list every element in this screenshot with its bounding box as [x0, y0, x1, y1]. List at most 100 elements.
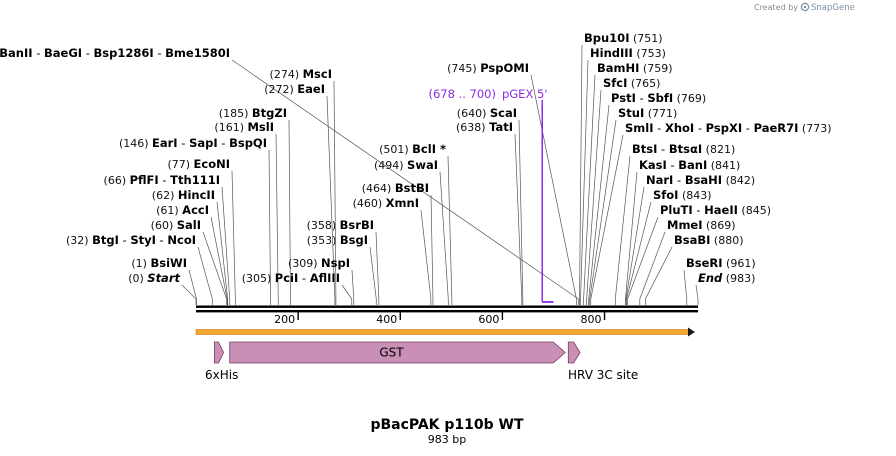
cut-site-stui[interactable]: StuI (771): [618, 106, 677, 120]
enzyme-name: PaeR7I: [754, 121, 799, 135]
enzyme-name: XmnI: [386, 196, 419, 210]
cut-position-label: (305): [242, 272, 275, 285]
feature-6xhis[interactable]: 6xHis: [205, 341, 238, 382]
cut-site-kasi[interactable]: KasI - BanI (841): [639, 158, 740, 172]
cut-site-swai[interactable]: (494) SwaI: [374, 158, 438, 172]
enzyme-name: TatI: [489, 120, 513, 134]
svg-text:KasI - BanI (841): KasI - BanI (841): [639, 158, 740, 172]
cut-site-btsi[interactable]: BtsI - BtsαI (821): [632, 142, 735, 156]
leader-line-hindiii: [580, 59, 589, 305]
enzyme-name: HincII: [178, 188, 215, 202]
ruler-tick-label: 200: [274, 313, 295, 326]
cut-site-tati[interactable]: (638) TatI: [456, 120, 513, 134]
enzyme-name: BsiWI: [150, 256, 187, 270]
cut-site-msli[interactable]: (161) MslI: [214, 120, 274, 134]
enzyme-name: NspI: [321, 256, 350, 270]
cut-site-acci[interactable]: (61) AccI: [156, 203, 209, 217]
cut-site-msci[interactable]: (274) MscI: [270, 67, 332, 81]
enzyme-name: NcoI: [167, 233, 196, 247]
svg-text:(749) ApaI - BanII - BaeG: (749) ApaI - BanII - BaeGI - Bsp1286I - …: [0, 46, 230, 60]
cut-site-psti[interactable]: PstI - SbfI (769): [611, 91, 706, 105]
cut-site-pflfi[interactable]: (66) PflFI - Tth111I: [104, 173, 220, 187]
svg-text:NarI - BsaHI (842): NarI - BsaHI (842): [646, 173, 755, 187]
cut-site-mmei[interactable]: MmeI (869): [667, 218, 736, 232]
enzyme-name: SalI: [177, 218, 201, 232]
cut-site-econi[interactable]: (77) EcoNI: [167, 157, 230, 171]
cut-site-hindiii[interactable]: HindIII (753): [590, 46, 666, 60]
enzyme-separator: -: [654, 121, 665, 135]
cut-site-sali[interactable]: (60) SalI: [151, 218, 201, 232]
cut-site-pluti[interactable]: PluTI - HaeII (845): [660, 203, 771, 217]
leader-line-bamhi: [583, 74, 596, 305]
cut-site-bpu10i[interactable]: Bpu10I (751): [584, 31, 663, 45]
cut-site-bsrbi[interactable]: (358) BsrBI: [307, 218, 374, 232]
cut-position-label: (843): [678, 189, 711, 202]
cut-site-sfci[interactable]: SfcI (765): [603, 76, 660, 90]
cut-site-eaei[interactable]: (272) EaeI: [264, 82, 325, 96]
svg-text:(32) BtgI - StyI - NcoI: (32) BtgI - StyI - NcoI: [66, 233, 196, 247]
cut-position-label: (309): [288, 257, 321, 270]
enzyme-name: BseRI: [686, 256, 723, 270]
cut-site-smli[interactable]: SmlI - XhoI - PspXI - PaeR7I (773): [625, 121, 832, 135]
cut-site-pspomi[interactable]: (745) PspOMI: [447, 61, 529, 75]
enzyme-name: Start: [147, 271, 180, 285]
cut-site-scai[interactable]: (640) ScaI: [457, 106, 517, 120]
cut-site-end[interactable]: End (983): [698, 271, 755, 285]
leader-line-btgi: [197, 246, 213, 305]
cut-site-xmni[interactable]: (460) XmnI: [353, 196, 419, 210]
ruler-tick-label: 600: [478, 313, 499, 326]
svg-text:SfcI (765): SfcI (765): [603, 76, 660, 90]
svg-text:PstI - SbfI (769): PstI - SbfI (769): [611, 91, 706, 105]
cut-site-bcli[interactable]: (501) BclI *: [379, 142, 446, 156]
cut-site-bamhi[interactable]: BamHI (759): [597, 61, 673, 75]
feature-gst[interactable]: GST: [229, 341, 566, 364]
enzyme-name: BamHI: [597, 61, 639, 75]
leader-line-bsiwi: [188, 269, 197, 305]
cut-site-bsgi[interactable]: (353) BsgI: [307, 233, 368, 247]
cut-site-nari[interactable]: NarI - BsaHI (842): [646, 173, 755, 187]
feature-arrow: [567, 341, 581, 364]
leader-line-msci: [333, 80, 337, 305]
leader-line-sali: [202, 231, 227, 305]
enzyme-name: HaeII: [704, 203, 738, 217]
cut-site-start[interactable]: (0) Start: [128, 271, 180, 285]
cut-site-pcii[interactable]: (305) PciI - AflIII: [242, 271, 340, 285]
enzyme-separator: -: [154, 46, 165, 60]
cut-site-nspi[interactable]: (309) NspI: [288, 256, 350, 270]
cut-site-bseri[interactable]: BseRI (961): [686, 256, 756, 270]
leader-line-hincii: [216, 201, 229, 305]
leader-line-bpu10i: [579, 44, 583, 305]
cut-position-label: (745): [447, 62, 480, 75]
enzyme-name: PflFI: [130, 173, 159, 187]
cut-site-eari[interactable]: (146) EarI - SapI - BspQI: [119, 136, 267, 150]
feature-hrv-3c-site[interactable]: HRV 3C site: [567, 341, 638, 382]
cut-site-bstbi[interactable]: (464) BstBI: [362, 181, 429, 195]
cut-site-btgzi[interactable]: (185) BtgZI: [219, 106, 287, 120]
leader-line-xmni: [420, 209, 432, 305]
enzyme-name: PspOMI: [480, 61, 529, 75]
cut-position-label: (32): [66, 234, 92, 247]
leader-line-mmei: [639, 231, 666, 305]
svg-text:BtsI - BtsαI (821): BtsI - BtsαI (821): [632, 142, 735, 156]
cut-site-sfoi[interactable]: SfoI (843): [653, 188, 712, 202]
primer-pgex-5[interactable]: (678 .. 700)pGEX 5': [428, 87, 554, 303]
leader-line-bsgi: [369, 246, 377, 305]
cut-site-apai[interactable]: (749) ApaI - BanII - BaeGI - Bsp1286I - …: [0, 46, 230, 60]
cut-position-label: (1): [131, 257, 150, 270]
cut-site-btgi[interactable]: (32) BtgI - StyI - NcoI: [66, 233, 196, 247]
svg-text:(60) SalI: (60) SalI: [151, 218, 201, 232]
cut-site-bsabi[interactable]: BsaBI (880): [674, 233, 744, 247]
leader-line-nspi: [351, 269, 355, 305]
cut-site-hincii[interactable]: (62) HincII: [152, 188, 215, 202]
enzyme-separator: -: [178, 136, 189, 150]
enzyme-name: BtgI: [92, 233, 119, 247]
enzyme-name: BsrBI: [340, 218, 374, 232]
cut-position-label: (185): [219, 107, 252, 120]
enzyme-name: PstI: [611, 91, 636, 105]
leader-line-tati: [514, 133, 523, 305]
cut-site-bsiwi[interactable]: (1) BsiWI: [131, 256, 187, 270]
snapgene-brand: SnapGene: [811, 3, 855, 13]
cut-position-label: (751): [629, 32, 662, 45]
